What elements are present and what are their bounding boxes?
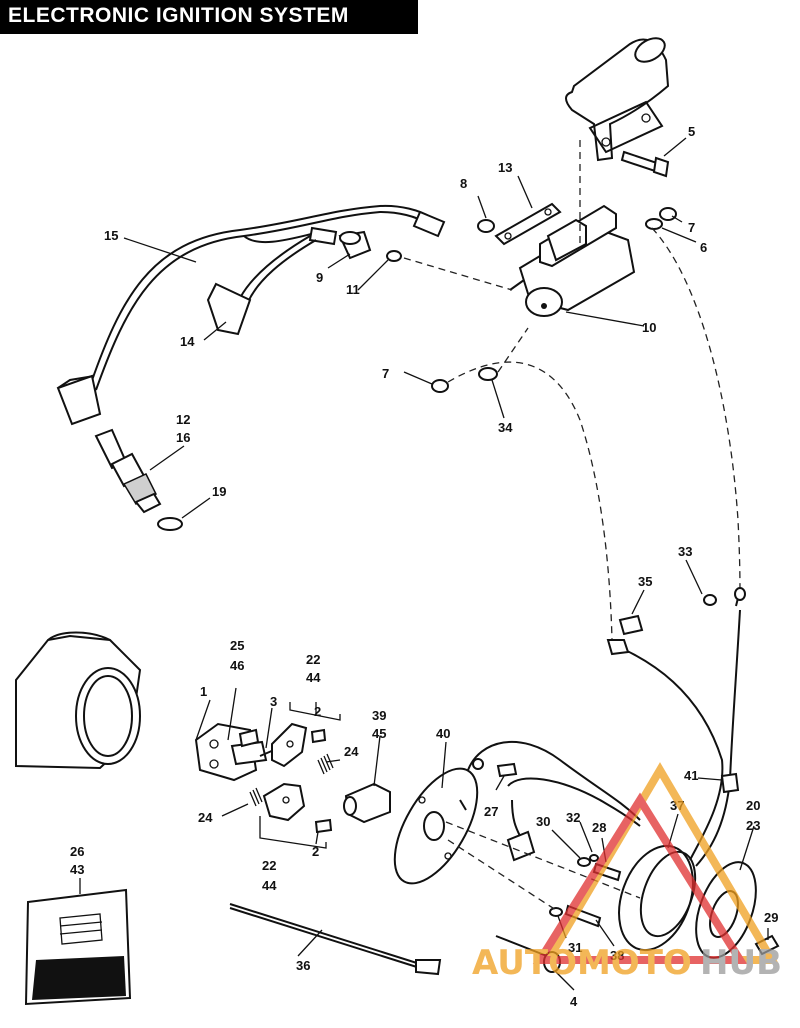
title-bar: ELECTRONIC IGNITION SYSTEM <box>0 0 418 34</box>
callout-40: 40 <box>436 726 450 741</box>
callout-24-lower: 24 <box>198 810 213 825</box>
callout-31: 31 <box>568 940 582 955</box>
callout-numbers: 5 8 13 7 6 15 9 11 14 10 7 34 12 16 19 3… <box>70 124 778 1009</box>
callout-2-upper: 2 <box>314 704 321 719</box>
callout-22-upper: 22 <box>306 652 320 667</box>
nut-8 <box>477 219 495 233</box>
terminal-33 <box>703 587 746 607</box>
pivot-pin-upper <box>310 728 327 744</box>
callout-8: 8 <box>460 176 467 191</box>
spark-plug <box>94 428 162 514</box>
dashed-bottom-1 <box>445 821 641 899</box>
watermark-triangle-inner <box>532 792 748 964</box>
callout-19: 19 <box>212 484 226 499</box>
callout-26: 26 <box>70 844 84 859</box>
cable-boot-9 <box>338 230 372 260</box>
callout-9: 9 <box>316 270 323 285</box>
cable-strap <box>229 903 442 976</box>
coil-strap <box>494 202 562 246</box>
nut-7-lower <box>431 379 449 393</box>
bracket-22-lower <box>259 816 327 849</box>
advance-weight-upper <box>271 722 308 768</box>
module-37 <box>618 844 697 952</box>
watermark-text-left: AUTOMOTO <box>472 943 692 983</box>
timer-rotor-shaft <box>194 722 268 782</box>
callout-1: 1 <box>200 684 207 699</box>
nut-7-top <box>659 207 677 221</box>
callout-36: 36 <box>296 958 310 973</box>
gasket-19 <box>157 517 183 531</box>
callout-35: 35 <box>638 574 652 589</box>
callout-46: 46 <box>230 658 244 673</box>
washer-31 <box>549 907 563 917</box>
callout-23: 23 <box>746 818 760 833</box>
spring-24-lower <box>249 787 263 807</box>
callout-30: 30 <box>536 814 550 829</box>
leader-lines <box>79 137 769 991</box>
callout-5: 5 <box>688 124 695 139</box>
spark-plug-cable <box>56 204 446 426</box>
screw-27 <box>496 762 518 778</box>
watermark-logo: AUTOMOTO HUB <box>472 762 782 983</box>
callout-14: 14 <box>180 334 195 349</box>
watermark-text-right: HUB <box>700 943 782 983</box>
sensor-plate <box>393 767 479 885</box>
sensor-module <box>467 740 641 862</box>
callout-3: 3 <box>270 694 277 709</box>
callout-22-lower: 22 <box>262 858 276 873</box>
spring-24-upper <box>317 753 334 775</box>
callout-4: 4 <box>570 994 578 1009</box>
callout-2-lower: 2 <box>312 844 319 859</box>
callout-28: 28 <box>592 820 606 835</box>
callout-7-lower: 7 <box>382 366 389 381</box>
callout-44-lower: 44 <box>262 878 277 893</box>
callout-16: 16 <box>176 430 190 445</box>
terminal-11 <box>386 250 402 262</box>
callout-25: 25 <box>230 638 244 653</box>
callout-45: 45 <box>372 726 386 741</box>
terminal-35 <box>618 614 644 636</box>
callout-41: 41 <box>684 768 698 783</box>
callout-10: 10 <box>642 320 656 335</box>
assembly-dashed-lines <box>403 140 741 641</box>
page-title: ELECTRONIC IGNITION SYSTEM <box>8 4 349 27</box>
callout-24-upper: 24 <box>344 744 359 759</box>
callout-12: 12 <box>176 412 190 427</box>
callout-29: 29 <box>764 910 778 925</box>
parts-kit-box <box>24 888 132 1006</box>
pivot-pin-lower <box>314 818 333 834</box>
bracket-22-upper <box>289 702 341 721</box>
callout-13: 13 <box>498 160 512 175</box>
callout-33: 33 <box>678 544 692 559</box>
callout-43: 43 <box>70 862 84 877</box>
wire-harness-41 <box>606 609 741 867</box>
callout-11: 11 <box>346 282 360 297</box>
callout-34: 34 <box>498 420 513 435</box>
washer-6 <box>645 218 663 230</box>
washer-32 <box>589 854 599 862</box>
callout-27: 27 <box>484 804 498 819</box>
trigger-rotor <box>343 782 391 824</box>
callout-7-top: 7 <box>688 220 695 235</box>
callout-6: 6 <box>700 240 707 255</box>
callout-32: 32 <box>566 810 580 825</box>
ignition-coil <box>509 204 636 317</box>
washer-30 <box>577 857 591 867</box>
dashed-bottom-2 <box>447 839 557 911</box>
callout-39: 39 <box>372 708 386 723</box>
callout-20: 20 <box>746 798 760 813</box>
callout-15: 15 <box>104 228 118 243</box>
coil-bracket <box>565 37 670 162</box>
bolt-5 <box>620 150 670 178</box>
timer-housing <box>15 631 142 770</box>
callout-44-upper: 44 <box>306 670 321 685</box>
advance-weight-lower <box>262 782 306 822</box>
washer-34 <box>478 367 498 381</box>
